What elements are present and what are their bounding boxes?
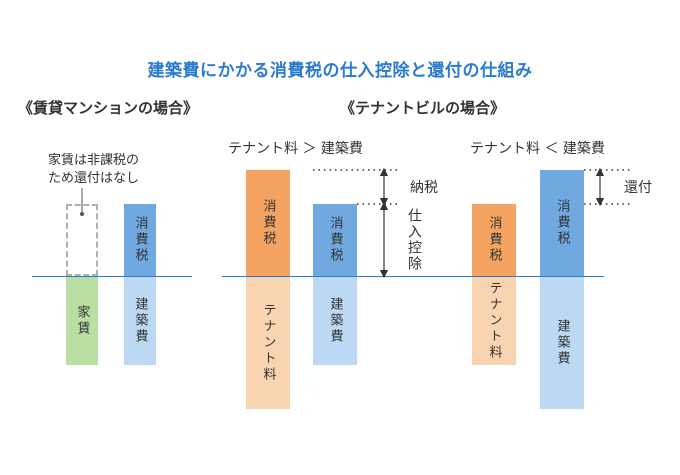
- left-baseline: [32, 276, 192, 277]
- case2-cost-tax-label: 消費税: [554, 199, 570, 247]
- deduction-label: 仕入控除: [406, 208, 422, 272]
- right-section-heading: 《テナントビルの場合》: [340, 99, 506, 117]
- case1-tenant-fee-bar: テナント料: [246, 277, 290, 409]
- note-pointer-dot: [80, 212, 84, 216]
- case1-construction-cost-label: 建築費: [327, 297, 343, 345]
- no-refund-note: 家賃は非課税の ため還付はなし: [48, 152, 139, 188]
- case1-cost-tax-bar: 消費税: [313, 204, 357, 276]
- left-construction-cost-bar: 建築費: [124, 277, 156, 365]
- diagram-title: 建築費にかかる消費税の仕入控除と還付の仕組み: [147, 61, 533, 81]
- case2-tenant-fee-label: テナント料: [486, 281, 502, 361]
- case2-construction-cost-label: 建築費: [554, 319, 570, 367]
- left-section-heading: 《賃貸マンションの場合》: [18, 99, 199, 117]
- case1-condition: テナント料 ＞ 建築費: [228, 141, 363, 157]
- left-consumption-tax-bar: 消費税: [124, 204, 156, 276]
- case1-tenant-tax-label: 消費税: [260, 199, 276, 247]
- case2-tenant-fee-bar: テナント料: [472, 277, 516, 365]
- house-rent-bar: 家賃: [66, 277, 98, 365]
- case2-condition: テナント料 ＜ 建築費: [470, 141, 605, 157]
- case1-cost-tax-label: 消費税: [327, 216, 343, 264]
- case2-tenant-tax-label: 消費税: [486, 216, 502, 264]
- deduction-label-wrap: 仕入控除: [404, 208, 424, 276]
- case2-construction-cost-bar: 建築費: [540, 277, 584, 409]
- house-rent-label: 家賃: [74, 305, 90, 337]
- left-consumption-tax-label: 消費税: [132, 216, 148, 264]
- case1-tenant-fee-label: テナント料: [260, 303, 276, 383]
- case1-construction-cost-bar: 建築費: [313, 277, 357, 365]
- no-refund-note-line1: 家賃は非課税の: [48, 153, 140, 168]
- refund-label: 還付: [624, 180, 652, 196]
- case2-tenant-tax-bar: 消費税: [472, 204, 516, 276]
- no-refund-note-line2: ため還付はなし: [48, 171, 140, 186]
- left-construction-cost-label: 建築費: [132, 297, 148, 345]
- case2-cost-tax-bar: 消費税: [540, 170, 584, 276]
- right-baseline: [222, 276, 604, 277]
- case1-tenant-tax-bar: 消費税: [246, 170, 290, 276]
- payment-label: 納税: [410, 180, 438, 196]
